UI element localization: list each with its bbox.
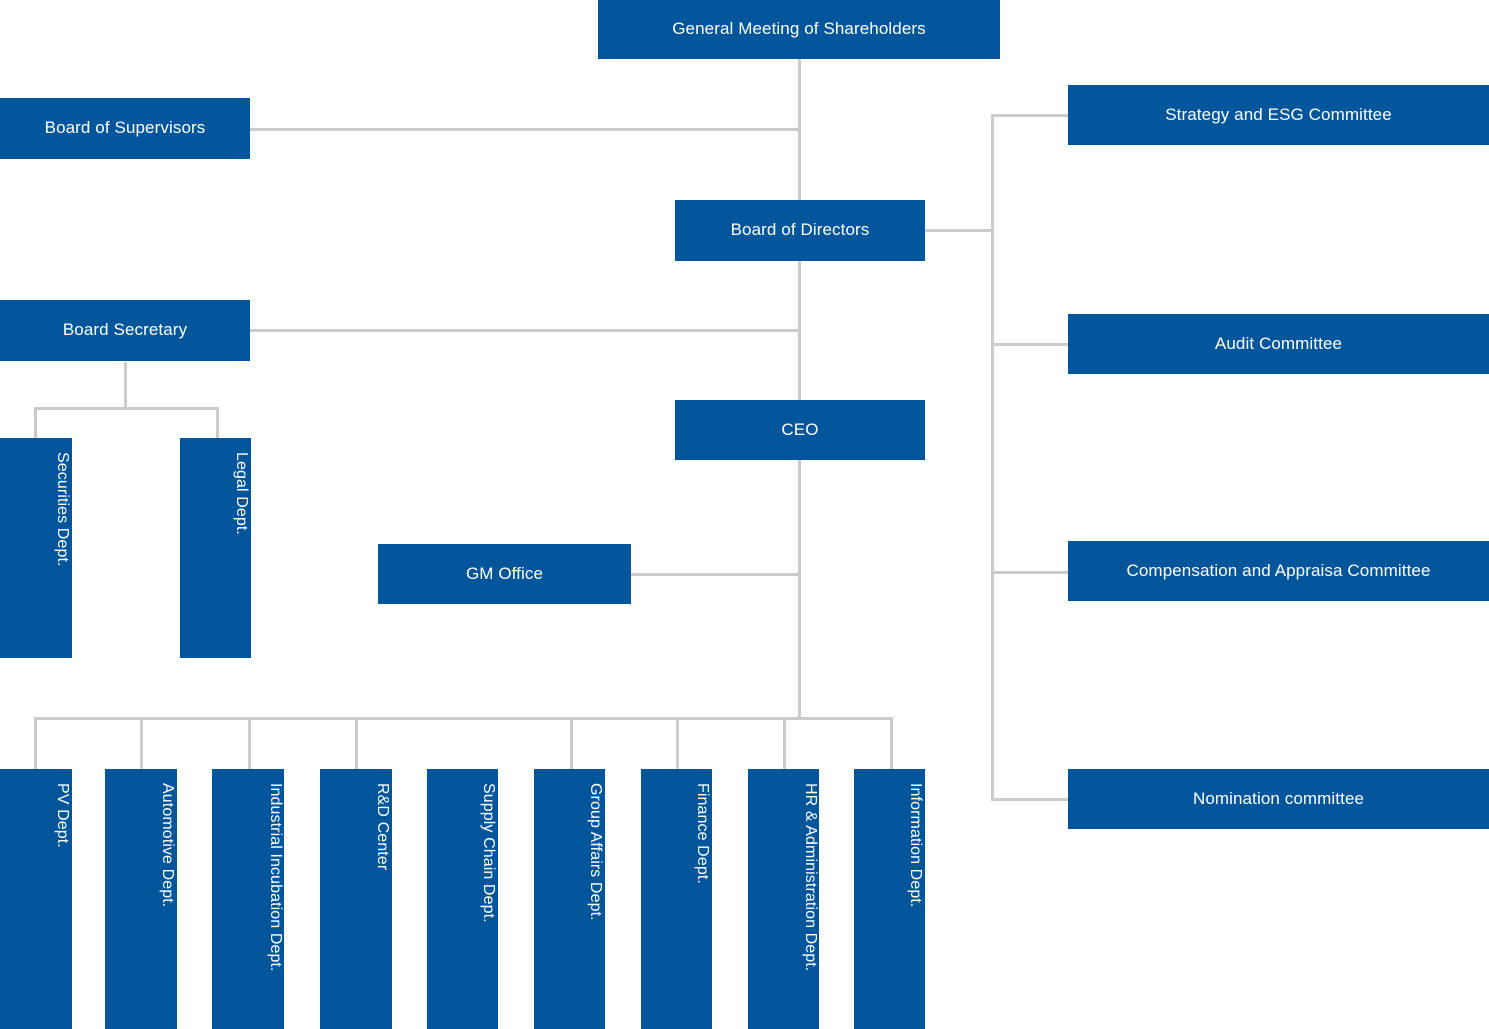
- connector-dept-drop-7: [676, 717, 679, 770]
- connector-trunk-to-strategy: [991, 114, 1070, 117]
- node-securities-dept[interactable]: Securities Dept.: [0, 438, 72, 658]
- node-rd-center[interactable]: R&D Center: [320, 769, 392, 1029]
- node-supply-chain-dept[interactable]: Supply Chain Dept.: [427, 769, 498, 1029]
- node-industrial-incubation-dept[interactable]: Industrial Incubation Dept.: [212, 769, 284, 1029]
- connector-securities-drop: [34, 407, 37, 439]
- connector-gm-office-to-spine: [631, 573, 801, 576]
- connector-spine-ceo-to-departments: [798, 460, 801, 719]
- node-board-of-directors[interactable]: Board of Directors: [675, 200, 925, 261]
- connector-trunk-to-compensation: [991, 571, 1070, 574]
- connector-bod-to-committee-trunk: [925, 229, 994, 232]
- node-general-meeting-of-shareholders[interactable]: General Meeting of Shareholders: [598, 0, 1000, 59]
- connector-committee-trunk: [991, 114, 994, 801]
- node-board-of-supervisors[interactable]: Board of Supervisors: [0, 98, 250, 159]
- node-finance-dept[interactable]: Finance Dept.: [641, 769, 712, 1029]
- node-nomination-committee[interactable]: Nomination committee: [1068, 769, 1489, 829]
- connector-trunk-to-audit: [991, 343, 1070, 346]
- node-compensation-and-appraisa-committee[interactable]: Compensation and Appraisa Committee: [1068, 541, 1489, 601]
- connector-dept-drop-3: [248, 717, 251, 770]
- connector-dept-drop-2: [140, 717, 143, 770]
- connector-dept-drop-1: [34, 717, 37, 770]
- node-board-secretary[interactable]: Board Secretary: [0, 300, 250, 361]
- connector-dept-drop-4: [355, 717, 358, 770]
- connector-dept-drop-9: [890, 717, 893, 770]
- connector-secretary-to-spine: [250, 329, 801, 332]
- node-pv-dept[interactable]: PV Dept.: [0, 769, 72, 1029]
- node-group-affairs-dept[interactable]: Group Affairs Dept.: [534, 769, 605, 1029]
- node-ceo[interactable]: CEO: [675, 400, 925, 460]
- connector-dept-drop-6: [570, 717, 573, 770]
- node-automotive-dept[interactable]: Automotive Dept.: [105, 769, 177, 1029]
- node-hr-administration-dept[interactable]: HR & Administration Dept.: [748, 769, 819, 1029]
- connector-legal-drop: [216, 407, 219, 439]
- node-audit-committee[interactable]: Audit Committee: [1068, 314, 1489, 374]
- connector-dept-drop-8: [783, 717, 786, 770]
- node-legal-dept[interactable]: Legal Dept.: [180, 438, 251, 658]
- node-strategy-and-esg-committee[interactable]: Strategy and ESG Committee: [1068, 85, 1489, 145]
- node-gm-office[interactable]: GM Office: [378, 544, 631, 604]
- connector-departments-bar: [34, 717, 893, 720]
- connector-supervisors-to-spine: [250, 128, 801, 131]
- node-information-dept[interactable]: Information Dept.: [854, 769, 925, 1029]
- connector-secretary-bar: [34, 407, 219, 410]
- connector-trunk-to-nomination: [991, 798, 1070, 801]
- connector-secretary-drop: [124, 362, 127, 409]
